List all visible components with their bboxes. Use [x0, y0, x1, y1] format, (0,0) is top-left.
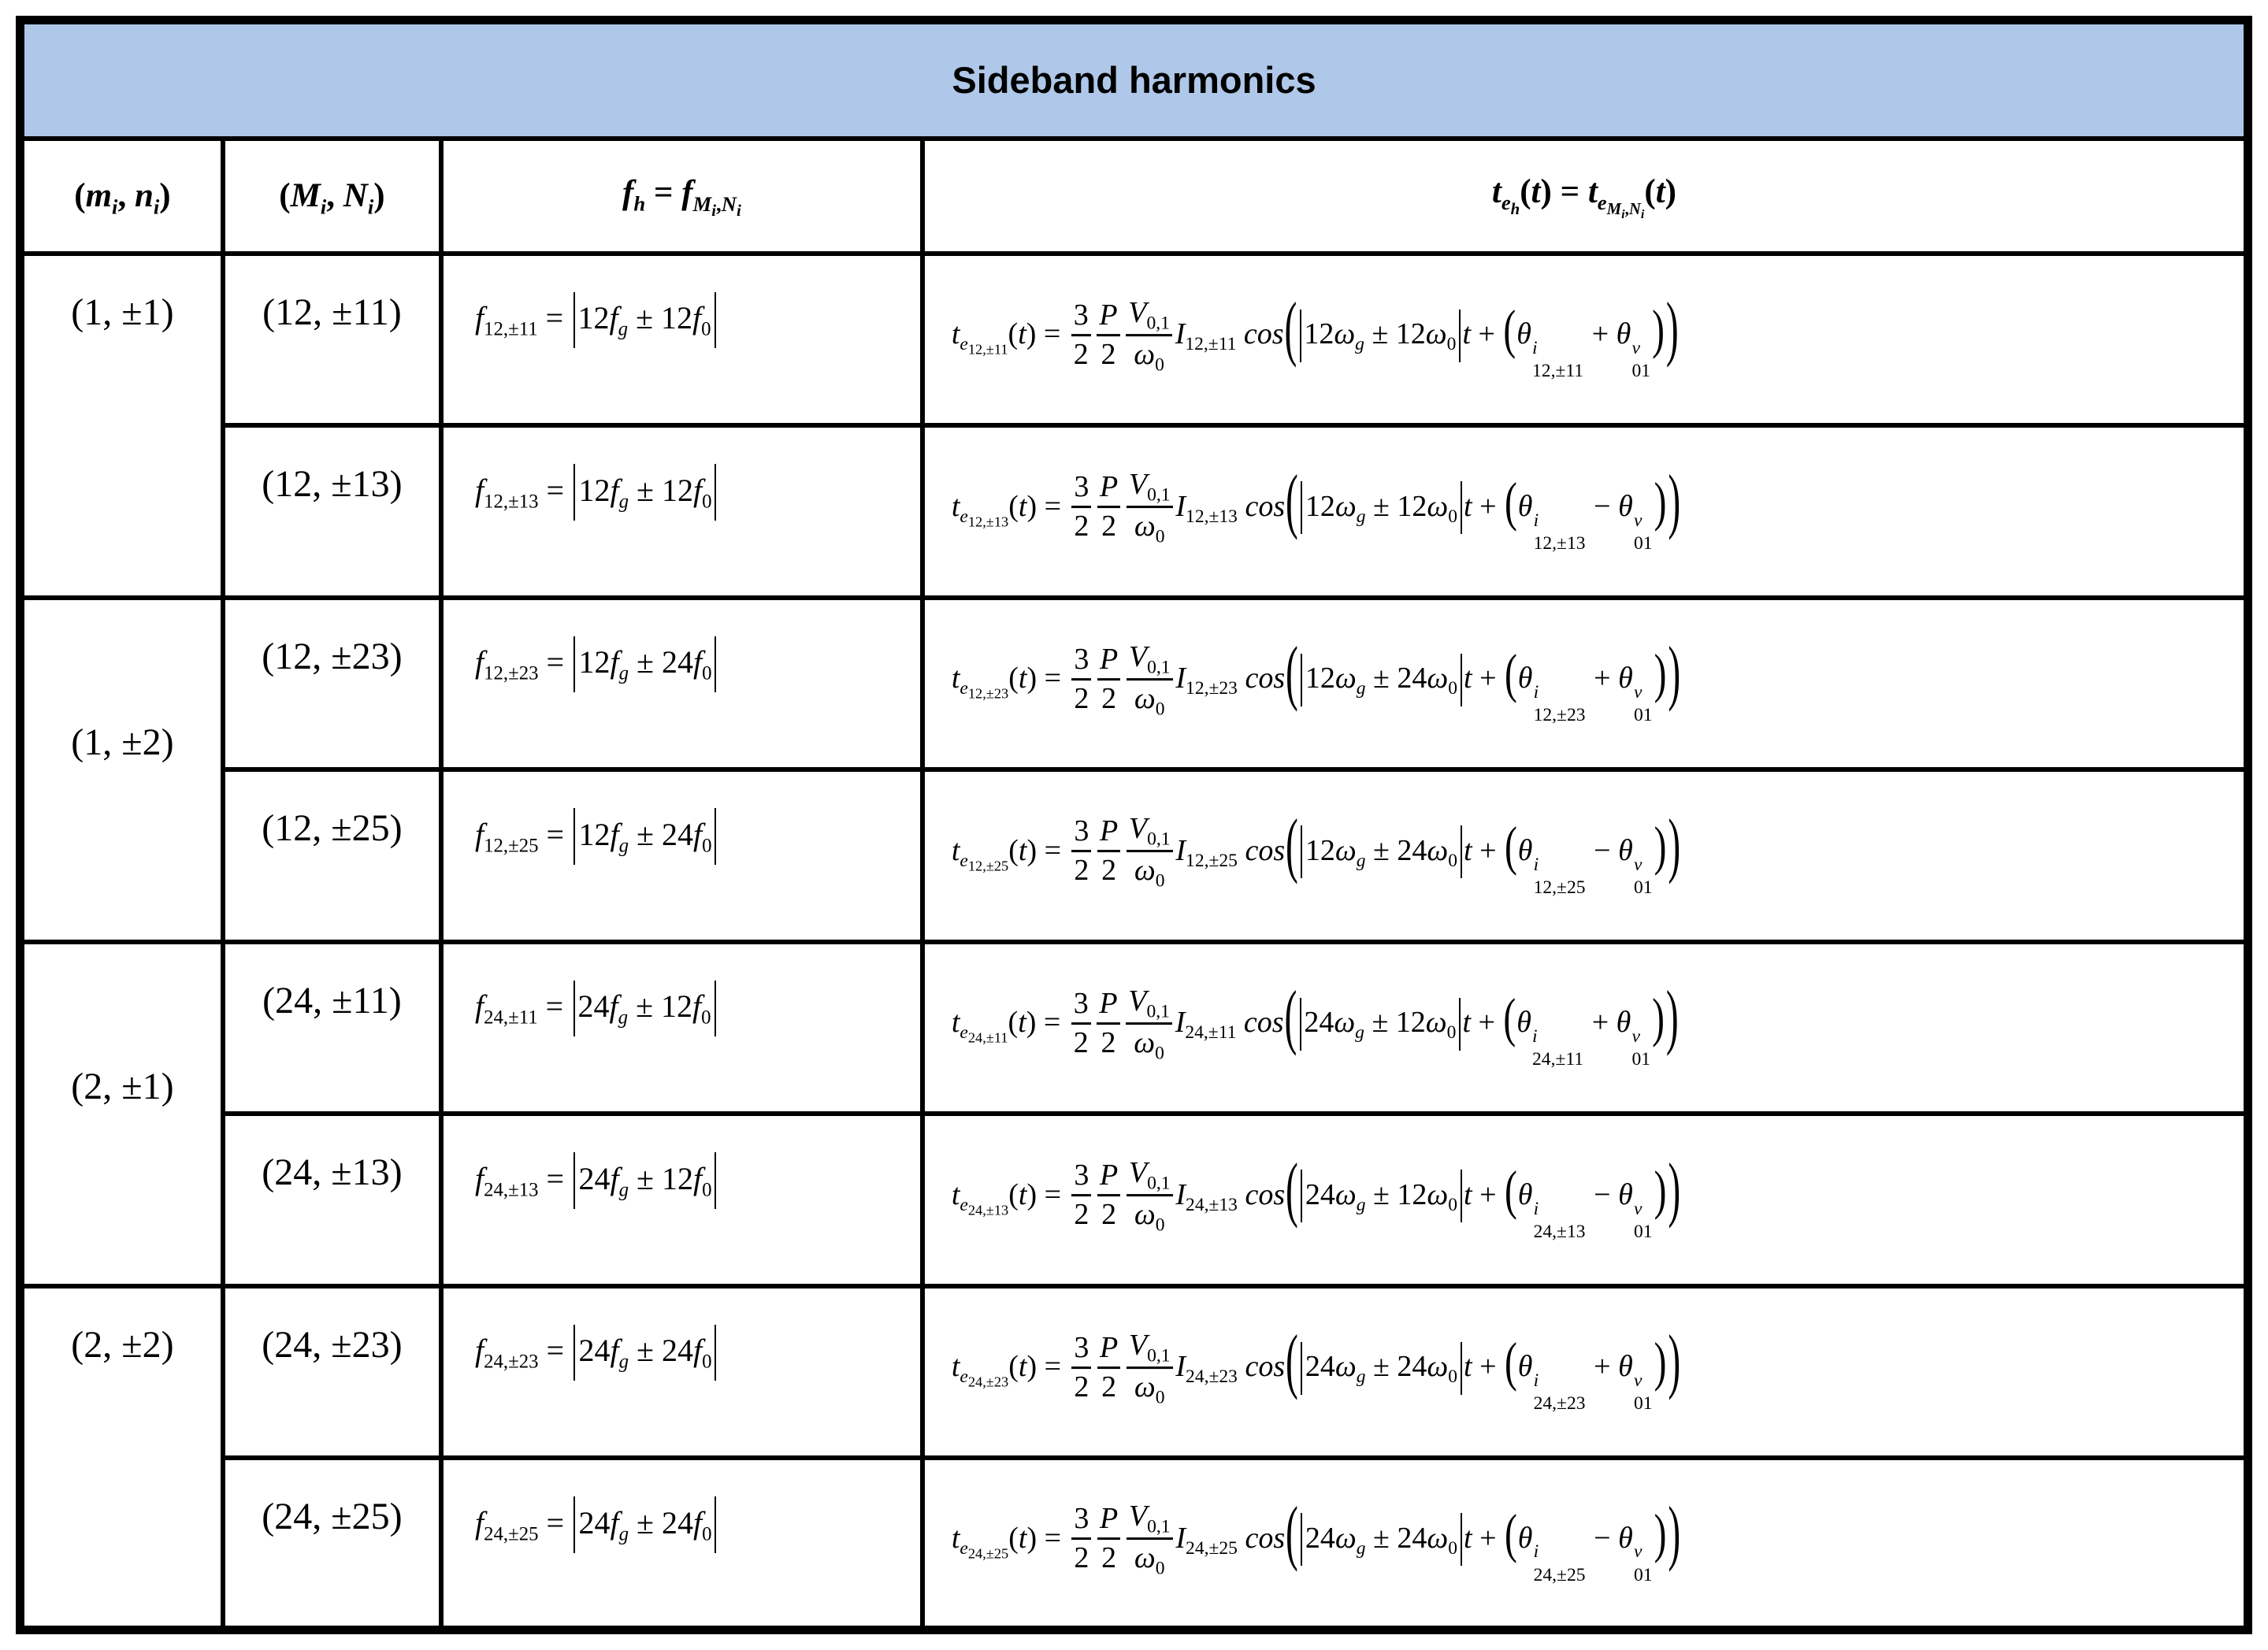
frequency-formula-cell: f12,±25 = 12fg ± 24f0: [438, 767, 925, 944]
header-mn-pair: (mi, ni): [17, 135, 225, 256]
mn-pair-cell: (1, ±2): [17, 595, 225, 944]
MN-pair-cell: (24, ±11): [220, 939, 444, 1116]
frequency-formula-cell: f12,±13 = 12fg ± 12f0: [438, 423, 925, 600]
MN-pair-cell: (12, ±13): [220, 423, 444, 600]
frequency-formula-cell: f12,±23 = 12fg ± 24f0: [438, 595, 925, 772]
MN-pair-cell: (24, ±25): [220, 1455, 444, 1633]
mn-pair-cell: (1, ±1): [17, 250, 225, 600]
title-row: Sideband harmonics: [17, 17, 2251, 141]
frequency-formula-cell: f24,±25 = 24fg ± 24f0: [438, 1455, 925, 1633]
mn-pair-cell: (2, ±2): [17, 1283, 225, 1633]
column-header-row: (mi, ni) (Mi, Ni) fh = fMi,Ni teh(t) = t…: [17, 135, 2251, 256]
MN-pair-cell: (12, ±23): [220, 595, 444, 772]
frequency-formula-cell: f12,±11 = 12fg ± 12f0: [438, 250, 925, 428]
MN-pair-cell: (12, ±11): [220, 250, 444, 428]
header-MN-pair: (Mi, Ni): [220, 135, 444, 256]
mn-pair-cell: (2, ±1): [17, 939, 225, 1288]
sideband-harmonics-table: Sideband harmonics (mi, ni) (Mi, Ni) fh …: [16, 16, 2252, 1634]
frequency-formula-cell: f24,±11 = 24fg ± 12f0: [438, 939, 925, 1116]
table-title: Sideband harmonics: [17, 17, 2251, 141]
frequency-formula-cell: f24,±13 = 24fg ± 12f0: [438, 1111, 925, 1288]
frequency-formula-cell: f24,±23 = 24fg ± 24f0: [438, 1283, 925, 1460]
MN-pair-cell: (24, ±13): [220, 1111, 444, 1288]
header-torque-formula: teh(t) = teMi,Ni(t): [919, 135, 2251, 256]
header-frequency-formula: fh = fMi,Ni: [438, 135, 925, 256]
MN-pair-cell: (12, ±25): [220, 767, 444, 944]
MN-pair-cell: (24, ±23): [220, 1283, 444, 1460]
